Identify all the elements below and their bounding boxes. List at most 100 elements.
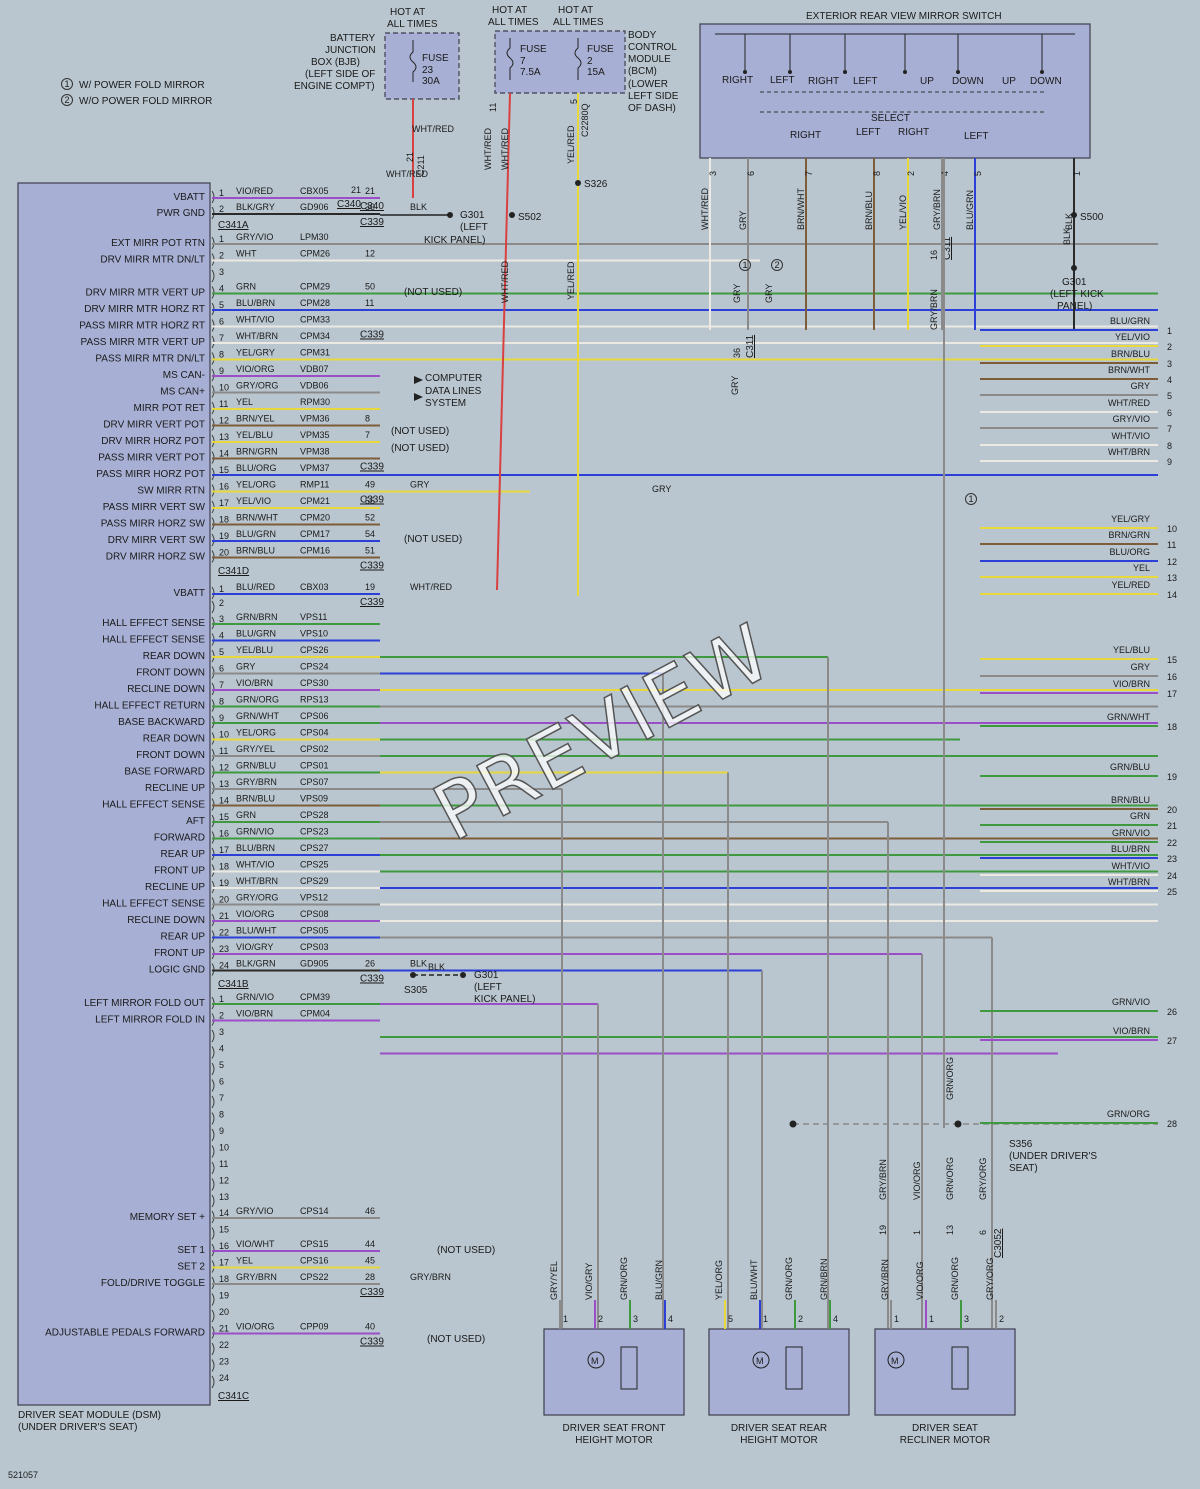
right-edge-color: BRN/WHT [1108, 365, 1150, 375]
right-edge-number: 17 [1167, 689, 1177, 699]
far-connector: C339 [360, 974, 384, 985]
bcm-fuse7-number: 7 [520, 56, 526, 67]
wire-color-label: VIO/ORG [236, 909, 275, 919]
dsm-pin-name: DRV MIRR MTR HORZ RT [84, 304, 205, 315]
wire-color-label: BRN/GRN [236, 447, 278, 457]
bcm-line-5: (LOWER [628, 79, 668, 90]
connector-label: C3052 [993, 1228, 1004, 1258]
far-pin-number: 7 [365, 430, 370, 440]
right-edge-number: 25 [1167, 887, 1177, 897]
circuit-label: VPM36 [300, 414, 330, 424]
bjb-line-5: ENGINE COMPT) [294, 81, 375, 92]
circuit-label: CBX03 [300, 582, 329, 592]
bjb-wire-label-2: WHT/RED [386, 169, 428, 179]
far-connector: C339 [360, 597, 384, 608]
right-edge-number: 22 [1167, 838, 1177, 848]
dsm-pin-number: 12 [219, 763, 229, 773]
bjb-pin-label: 21 [405, 152, 415, 162]
splice-dot [789, 1120, 797, 1128]
bjb-wire-label: WHT/RED [412, 124, 454, 134]
wire-color-label: VIO/ORG [236, 364, 275, 374]
motor-housing [708, 1328, 850, 1416]
right-edge-number: 15 [1167, 655, 1177, 665]
right-edge-number: 10 [1167, 524, 1177, 534]
motor-pin-label: 1 [929, 1314, 934, 1324]
circuit-label: CPM29 [300, 282, 330, 292]
dsm-pin-name: LEFT MIRROR FOLD IN [95, 1015, 205, 1026]
legend: 1 W/ POWER FOLD MIRROR 2 W/O POWER FOLD … [61, 78, 212, 107]
motor-wire-label: GRN/ORG [619, 1257, 629, 1300]
bcm-line-1: BODY [628, 30, 657, 41]
right-edge-number: 20 [1167, 805, 1177, 815]
connector-label: C311 [942, 236, 953, 260]
recliner-wire-label: GRN/ORG [945, 1157, 955, 1200]
dsm-pin-name: PASS MIRR HORZ POT [96, 469, 205, 480]
bcm-wire-label-3: YEL/RED [566, 125, 576, 164]
switch-internals [743, 34, 1044, 74]
connector-label: C2280Q [580, 103, 590, 137]
circuit-label: RPM30 [300, 397, 330, 407]
hot-label-3b: ALL TIMES [553, 17, 604, 28]
dsm-pin-name: BASE FORWARD [124, 767, 205, 778]
dsm-pin-name: HALL EFFECT SENSE [102, 899, 205, 910]
dsm-pin-name: EXT MIRR POT RTN [111, 238, 205, 249]
seat-motor: MGRY/YEL1VIO/GRY2GRN/ORG3BLU/GRN4DRIVER … [543, 1257, 685, 1446]
right-edge-color: WHT/BRN [1108, 877, 1150, 887]
dsm-pin-number: 14 [219, 796, 229, 806]
dsm-pin-number: 17 [219, 498, 229, 508]
wire-color-label: BRN/YEL [236, 414, 275, 424]
dsm-pin-number: 7 [219, 680, 224, 690]
g301-top-1: G301 [460, 210, 485, 221]
right-edge-number: 21 [1167, 821, 1177, 831]
hot-label-2a: HOT AT [492, 5, 527, 16]
sensor-icon [951, 1346, 969, 1390]
wire-color-label: WHT [236, 249, 257, 259]
dsm-pin-number: 10 [219, 383, 229, 393]
dsm-pin-number: 3 [219, 1027, 224, 1037]
switch-node [843, 70, 847, 74]
hot-label-3a: HOT AT [558, 5, 593, 16]
dsm-pin-number: 2 [219, 1011, 224, 1021]
pin-bracket [211, 1079, 215, 1092]
right-edge-color: YEL/RED [1111, 580, 1150, 590]
dsm-pin-number: 1 [219, 188, 224, 198]
connector-label: C311 [745, 334, 756, 358]
right-edge-color: WHT/BRN [1108, 447, 1150, 457]
bundle-mark-1: 1 [969, 494, 974, 504]
right-edge-color: BRN/GRN [1108, 530, 1150, 540]
pin-bracket [211, 1309, 215, 1323]
dsm-pin-name: RECLINE UP [145, 783, 205, 794]
dsm-pin-name: DRV MIRR VERT POT [103, 420, 205, 431]
far-pin-number: 19 [365, 582, 375, 592]
splice-s356-1: S356 [1009, 1139, 1033, 1150]
dsm-pin-number: 19 [219, 531, 229, 541]
circuit-label: GD905 [300, 959, 329, 969]
dsm-pin-name: HALL EFFECT SENSE [102, 800, 205, 811]
pin-bracket [211, 1293, 215, 1306]
dsm-pin-name: PASS MIRR MTR HORZ RT [79, 321, 205, 332]
circuit-label: CPM28 [300, 298, 330, 308]
dsm-pin-name: FRONT DOWN [136, 668, 205, 679]
legend-mark-2: 2 [65, 95, 70, 105]
pin-bracket [211, 1145, 215, 1158]
recliner-pin-label: 1 [912, 1230, 922, 1235]
right-edge-color: GRN [1130, 811, 1150, 821]
dsm-pin-number: 22 [219, 928, 229, 938]
dsm-pin-number: 7 [219, 1093, 224, 1103]
right-edge-color: WHT/RED [1108, 398, 1150, 408]
motor-housing [874, 1328, 1016, 1416]
connector-c341d: C341D [218, 566, 249, 577]
bcm-fuse2-label: FUSE [587, 44, 614, 55]
dsm-pin-name: REAR DOWN [143, 734, 205, 745]
right-edge-color: GRN/VIO [1112, 997, 1150, 1007]
dsm-pin-number: 11 [219, 1159, 228, 1169]
motor-wire-label: GRN/ORG [950, 1257, 960, 1300]
wire-color-label: GRY/BRN [236, 777, 277, 787]
far-wire-color: BLK [410, 959, 427, 969]
switch-label-right-1: RIGHT [722, 75, 753, 86]
hot-label-1b: ALL TIMES [387, 19, 438, 30]
dsm-pin-name: HALL EFFECT SENSE [102, 635, 205, 646]
motor-wire-label: GRN/BRN [819, 1258, 829, 1300]
dsm-pin-number: 24 [219, 1373, 229, 1383]
